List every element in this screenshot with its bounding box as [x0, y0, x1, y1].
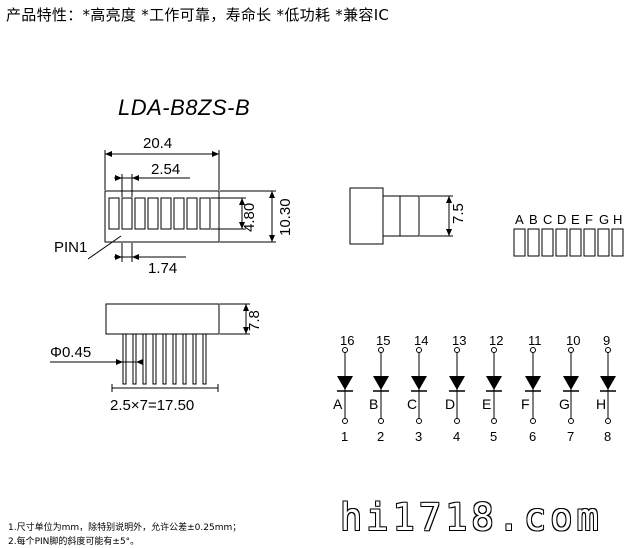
front-view-body: [105, 303, 220, 335]
box-letter-a: A: [515, 212, 524, 227]
pins: [122, 333, 207, 385]
cathode-pin-label: 3: [415, 429, 422, 444]
segment-letter-row: A B C D E F G H: [515, 212, 622, 227]
pin1-label: PIN1: [54, 239, 87, 256]
dim-7-8: 7.8: [246, 310, 263, 331]
anode-terminal: [491, 347, 497, 353]
diode-triangle: [373, 376, 389, 390]
segment-name-label: E: [482, 396, 491, 412]
watermark: hi1718.com: [340, 496, 603, 539]
segment-name-label: D: [445, 396, 455, 412]
model-number: LDA-B8ZS-B: [118, 95, 251, 120]
note-2: 2.每个PIN脚的斜度可能有±5°。: [8, 537, 140, 547]
diode-triangle: [337, 376, 353, 390]
anode-pin-label: 10: [566, 333, 580, 348]
dim-2-54: 2.54: [151, 161, 180, 178]
diode-triangle: [525, 376, 541, 390]
segment-boxes: [513, 228, 624, 257]
cathode-terminal: [378, 418, 384, 424]
segment-name-label: C: [407, 396, 417, 412]
led-circuit: 16A 1 15B 2 14C 3 13D 4 12E 5 11F 6 10G 7 9H 8: [333, 333, 616, 444]
dim-10-30: 10.30: [277, 198, 294, 236]
diode-triangle: [600, 376, 616, 390]
anode-terminal: [342, 347, 348, 353]
anode-terminal: [530, 347, 536, 353]
anode-pin-label: 12: [489, 333, 503, 348]
anode-pin-label: 16: [340, 333, 354, 348]
cathode-terminal: [342, 418, 348, 424]
anode-terminal: [454, 347, 460, 353]
segment-windows: [108, 197, 211, 230]
cathode-terminal: [568, 418, 574, 424]
segment-name-label: F: [521, 396, 530, 412]
cathode-terminal: [454, 418, 460, 424]
led-1: 16A 1: [333, 333, 354, 444]
anode-terminal: [378, 347, 384, 353]
anode-pin-label: 14: [414, 333, 428, 348]
cathode-pin-label: 6: [529, 429, 536, 444]
dim-1-74: 1.74: [148, 260, 177, 277]
anode-terminal: [568, 347, 574, 353]
anode-pin-label: 11: [528, 333, 542, 348]
anode-pin-label: 9: [603, 333, 610, 348]
cathode-pin-label: 2: [377, 429, 384, 444]
note-1: 1.尺寸单位为mm，除特别说明外，允许公差±0.25mm；: [8, 523, 242, 533]
led-3: 14C 3: [407, 333, 428, 444]
anode-terminal: [605, 347, 611, 353]
cathode-terminal: [605, 418, 611, 424]
cathode-terminal: [416, 418, 422, 424]
cathode-pin-label: 8: [604, 429, 611, 444]
top-view-body: [104, 190, 220, 243]
diode-triangle: [411, 376, 427, 390]
box-letter-d: D: [557, 212, 566, 227]
cathode-pin-label: 7: [567, 429, 574, 444]
segment-name-label: G: [559, 396, 570, 412]
dim-7-5: 7.5: [450, 203, 467, 224]
box-letter-c: C: [543, 212, 552, 227]
box-letter-g: G: [599, 212, 609, 227]
diode-triangle: [449, 376, 465, 390]
box-letter-f: F: [585, 212, 593, 227]
segment-name-label: A: [333, 396, 343, 412]
box-letter-b: B: [529, 212, 538, 227]
led-4: 13D 4: [445, 333, 466, 444]
led-2: 15B 2: [369, 333, 390, 444]
segment-name-label: H: [596, 396, 606, 412]
anode-terminal: [416, 347, 422, 353]
diode-triangle: [563, 376, 579, 390]
box-letter-h: H: [613, 212, 622, 227]
dim-pin-diameter: Φ0.45: [50, 344, 91, 361]
anode-pin-label: 13: [452, 333, 466, 348]
dim-20-4: 20.4: [143, 135, 172, 152]
dim-pin-span: 2.5×7=17.50: [110, 397, 194, 414]
led-7: 10G 7: [559, 333, 580, 444]
cathode-terminal: [491, 418, 497, 424]
segment-name-label: B: [369, 396, 378, 412]
cathode-pin-label: 4: [453, 429, 460, 444]
dim-4-80: 4.80: [241, 203, 258, 232]
anode-pin-label: 15: [376, 333, 390, 348]
diode-triangle: [486, 376, 502, 390]
led-6: 11F 6: [521, 333, 542, 444]
led-8: 9H 8: [596, 333, 616, 444]
cathode-pin-label: 5: [490, 429, 497, 444]
product-features: 产品特性：*高亮度 *工作可靠，寿命长 *低功耗 *兼容IC: [6, 6, 390, 24]
box-letter-e: E: [571, 212, 580, 227]
side-view-body: [349, 187, 384, 245]
cathode-terminal: [530, 418, 536, 424]
led-5: 12E 5: [482, 333, 503, 444]
cathode-pin-label: 1: [341, 429, 348, 444]
